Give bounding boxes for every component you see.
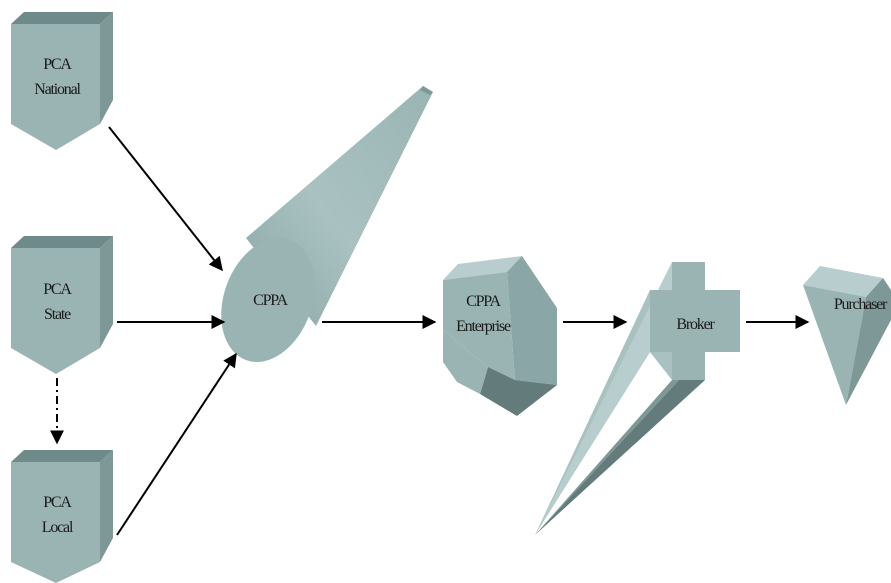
pca-local-label-line1: PCA: [43, 494, 72, 511]
arrow-local-to-cppa: [116, 352, 237, 536]
cppa-node: CPPA: [221, 86, 433, 362]
pca-state-label-line2: State: [44, 306, 71, 323]
pca-national-node: PCA National: [11, 12, 113, 150]
pca-state-node: PCA State: [11, 236, 113, 374]
pca-local-node: PCA Local: [11, 450, 113, 583]
broker-node: Broker: [535, 262, 740, 535]
cppa-enterprise-label-line2: Enterprise: [456, 318, 511, 335]
pca-state-label-line1: PCA: [43, 281, 72, 298]
cppa-label: CPPA: [253, 292, 288, 309]
cppa-enterprise-node: CPPA Enterprise: [443, 256, 557, 416]
pca-local-label-line2: Local: [42, 519, 74, 536]
purchaser-node: Purchaser: [803, 266, 891, 405]
arrow-national-to-cppa: [108, 126, 223, 272]
connectors: [50, 126, 810, 536]
broker-label: Broker: [676, 316, 715, 333]
purchaser-label: Purchaser: [834, 296, 888, 313]
pca-national-label-line2: National: [34, 81, 81, 98]
pca-national-label-line1: PCA: [43, 56, 72, 73]
cppa-enterprise-label-line1: CPPA: [466, 293, 501, 310]
